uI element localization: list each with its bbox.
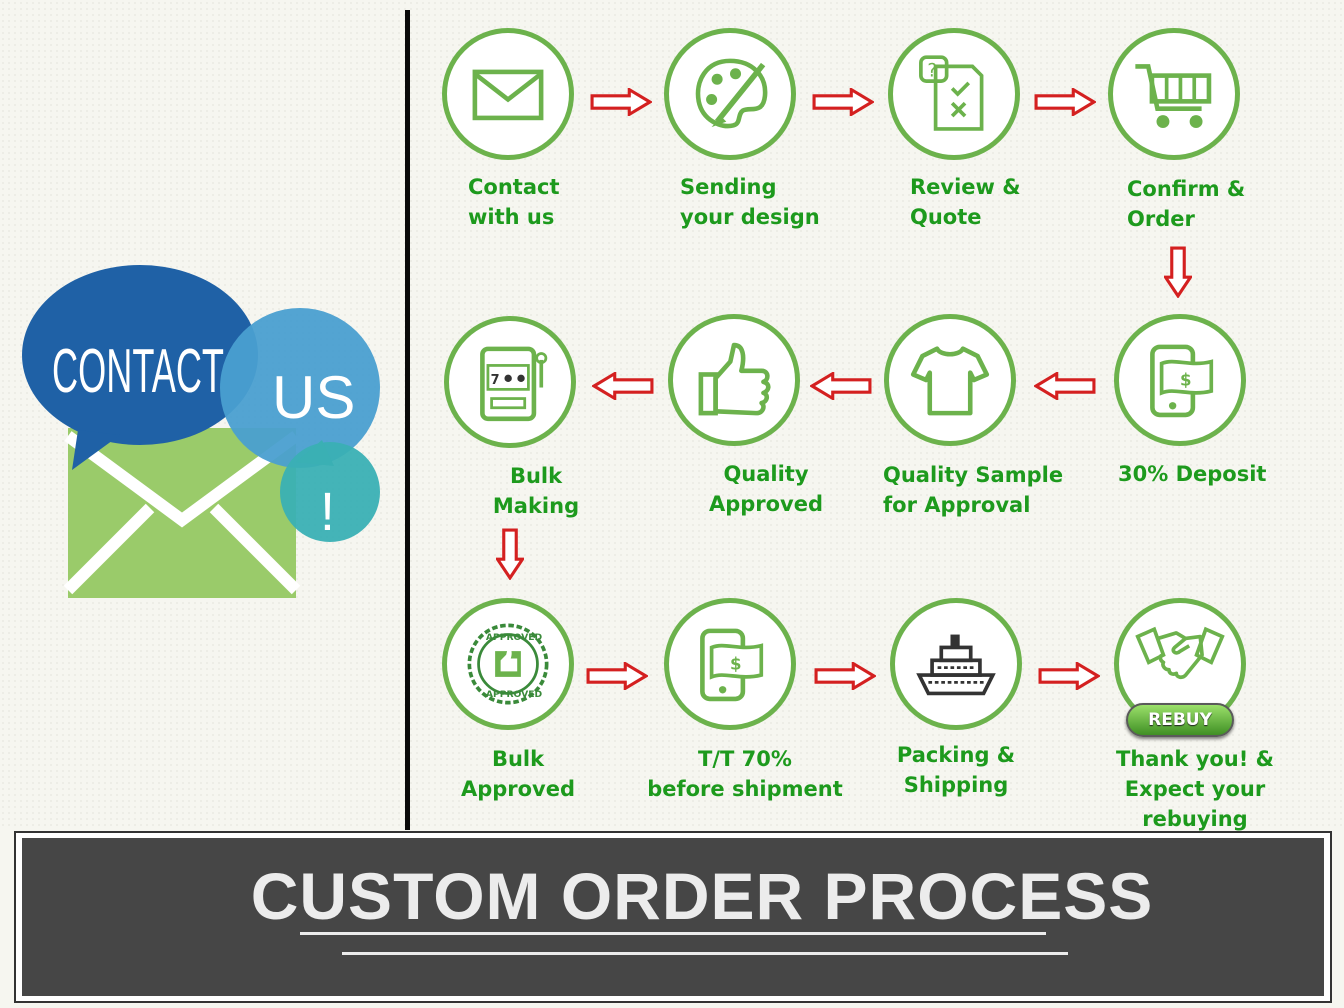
approved-stamp-icon <box>462 618 554 710</box>
contact-word: CONTACT <box>52 337 224 406</box>
step-contact: Contact with us <box>398 28 618 229</box>
step-label: Quality Approved <box>708 462 824 516</box>
step-deposit: 30% Deposit <box>1070 314 1290 514</box>
phone-payment-icon <box>1134 334 1226 426</box>
step-thank-you: Thank you! & Expect your rebuying <box>1070 598 1290 831</box>
phone-payment-icon <box>684 618 776 710</box>
arrow-right-icon <box>812 88 874 116</box>
arrow-down-icon <box>496 528 524 580</box>
step-send-design: Sending your design <box>620 28 840 229</box>
handshake-icon <box>1134 609 1226 701</box>
arrow-right-icon <box>1034 88 1096 116</box>
arrow-down-icon <box>1164 246 1192 298</box>
step-circle <box>668 314 800 446</box>
step-circle <box>442 28 574 160</box>
step-label: Contact with us <box>468 175 560 229</box>
step-label: Quality Sample for Approval <box>883 463 1064 517</box>
envelope-icon <box>462 48 554 140</box>
step-label: Sending your design <box>680 175 820 229</box>
title-underline <box>300 932 1046 935</box>
rebuy-button[interactable]: REBUY <box>1126 703 1234 737</box>
step-bulk-making: Bulk Making <box>400 316 620 518</box>
step-quality-approved: Quality Approved <box>624 314 844 516</box>
step-circle <box>664 598 796 730</box>
envelope-graphic <box>63 428 301 598</box>
step-circle <box>442 598 574 730</box>
step-bulk-approved: Bulk Approved <box>398 598 618 801</box>
footer-title: CUSTOM ORDER PROCESS <box>250 859 1154 933</box>
step-label: Packing & Shipping <box>896 743 1016 797</box>
vertical-divider <box>405 10 410 830</box>
step-label: Bulk Making <box>492 464 580 518</box>
ship-icon <box>910 618 1002 710</box>
exclaim-mark: ! <box>320 482 335 542</box>
step-label: Bulk Approved <box>460 747 576 801</box>
step-circle <box>664 28 796 160</box>
arrow-left-icon <box>592 372 654 400</box>
step-review-quote: Review & Quote <box>844 28 1064 229</box>
title-underline <box>342 952 1068 955</box>
arrow-right-icon <box>814 662 876 690</box>
step-label: Confirm & Order <box>1127 177 1246 231</box>
step-circle <box>1108 28 1240 160</box>
step-circle <box>1114 314 1246 446</box>
step-label: Review & Quote <box>910 175 1021 229</box>
paint-palette-icon <box>684 48 776 140</box>
arrow-right-icon <box>1038 662 1100 690</box>
step-circle <box>890 598 1022 730</box>
arrow-right-icon <box>586 662 648 690</box>
step-circle <box>888 28 1020 160</box>
contact-us-illustration: CONTACT US ! <box>22 265 380 598</box>
thumbs-up-icon <box>688 334 780 426</box>
us-word: US <box>272 364 355 431</box>
arrow-left-icon <box>810 372 872 400</box>
step-packing-shipping: Packing & Shipping <box>846 598 1066 798</box>
step-circle <box>444 316 576 448</box>
us-bubble: US <box>220 308 380 468</box>
arrow-left-icon <box>1034 372 1096 400</box>
contact-bubble: CONTACT <box>22 265 258 470</box>
shopping-cart-icon <box>1128 48 1220 140</box>
exclaim-bubble: ! <box>280 440 380 542</box>
footer-banner: CUSTOM ORDER PROCESS <box>22 838 1324 996</box>
step-label: Thank you! & Expect your rebuying <box>1116 747 1274 831</box>
step-label: 30% Deposit <box>1118 462 1267 486</box>
step-balance-payment: T/T 70% before shipment <box>620 598 843 801</box>
checklist-icon <box>908 48 1000 140</box>
tshirt-icon <box>904 334 996 426</box>
slot-machine-icon <box>464 336 556 428</box>
step-circle <box>884 314 1016 446</box>
step-label: T/T 70% before shipment <box>647 747 843 801</box>
step-quality-sample: Quality Sample for Approval <box>840 314 1063 517</box>
step-confirm-order: Confirm & Order <box>1064 28 1284 231</box>
arrow-right-icon <box>590 88 652 116</box>
